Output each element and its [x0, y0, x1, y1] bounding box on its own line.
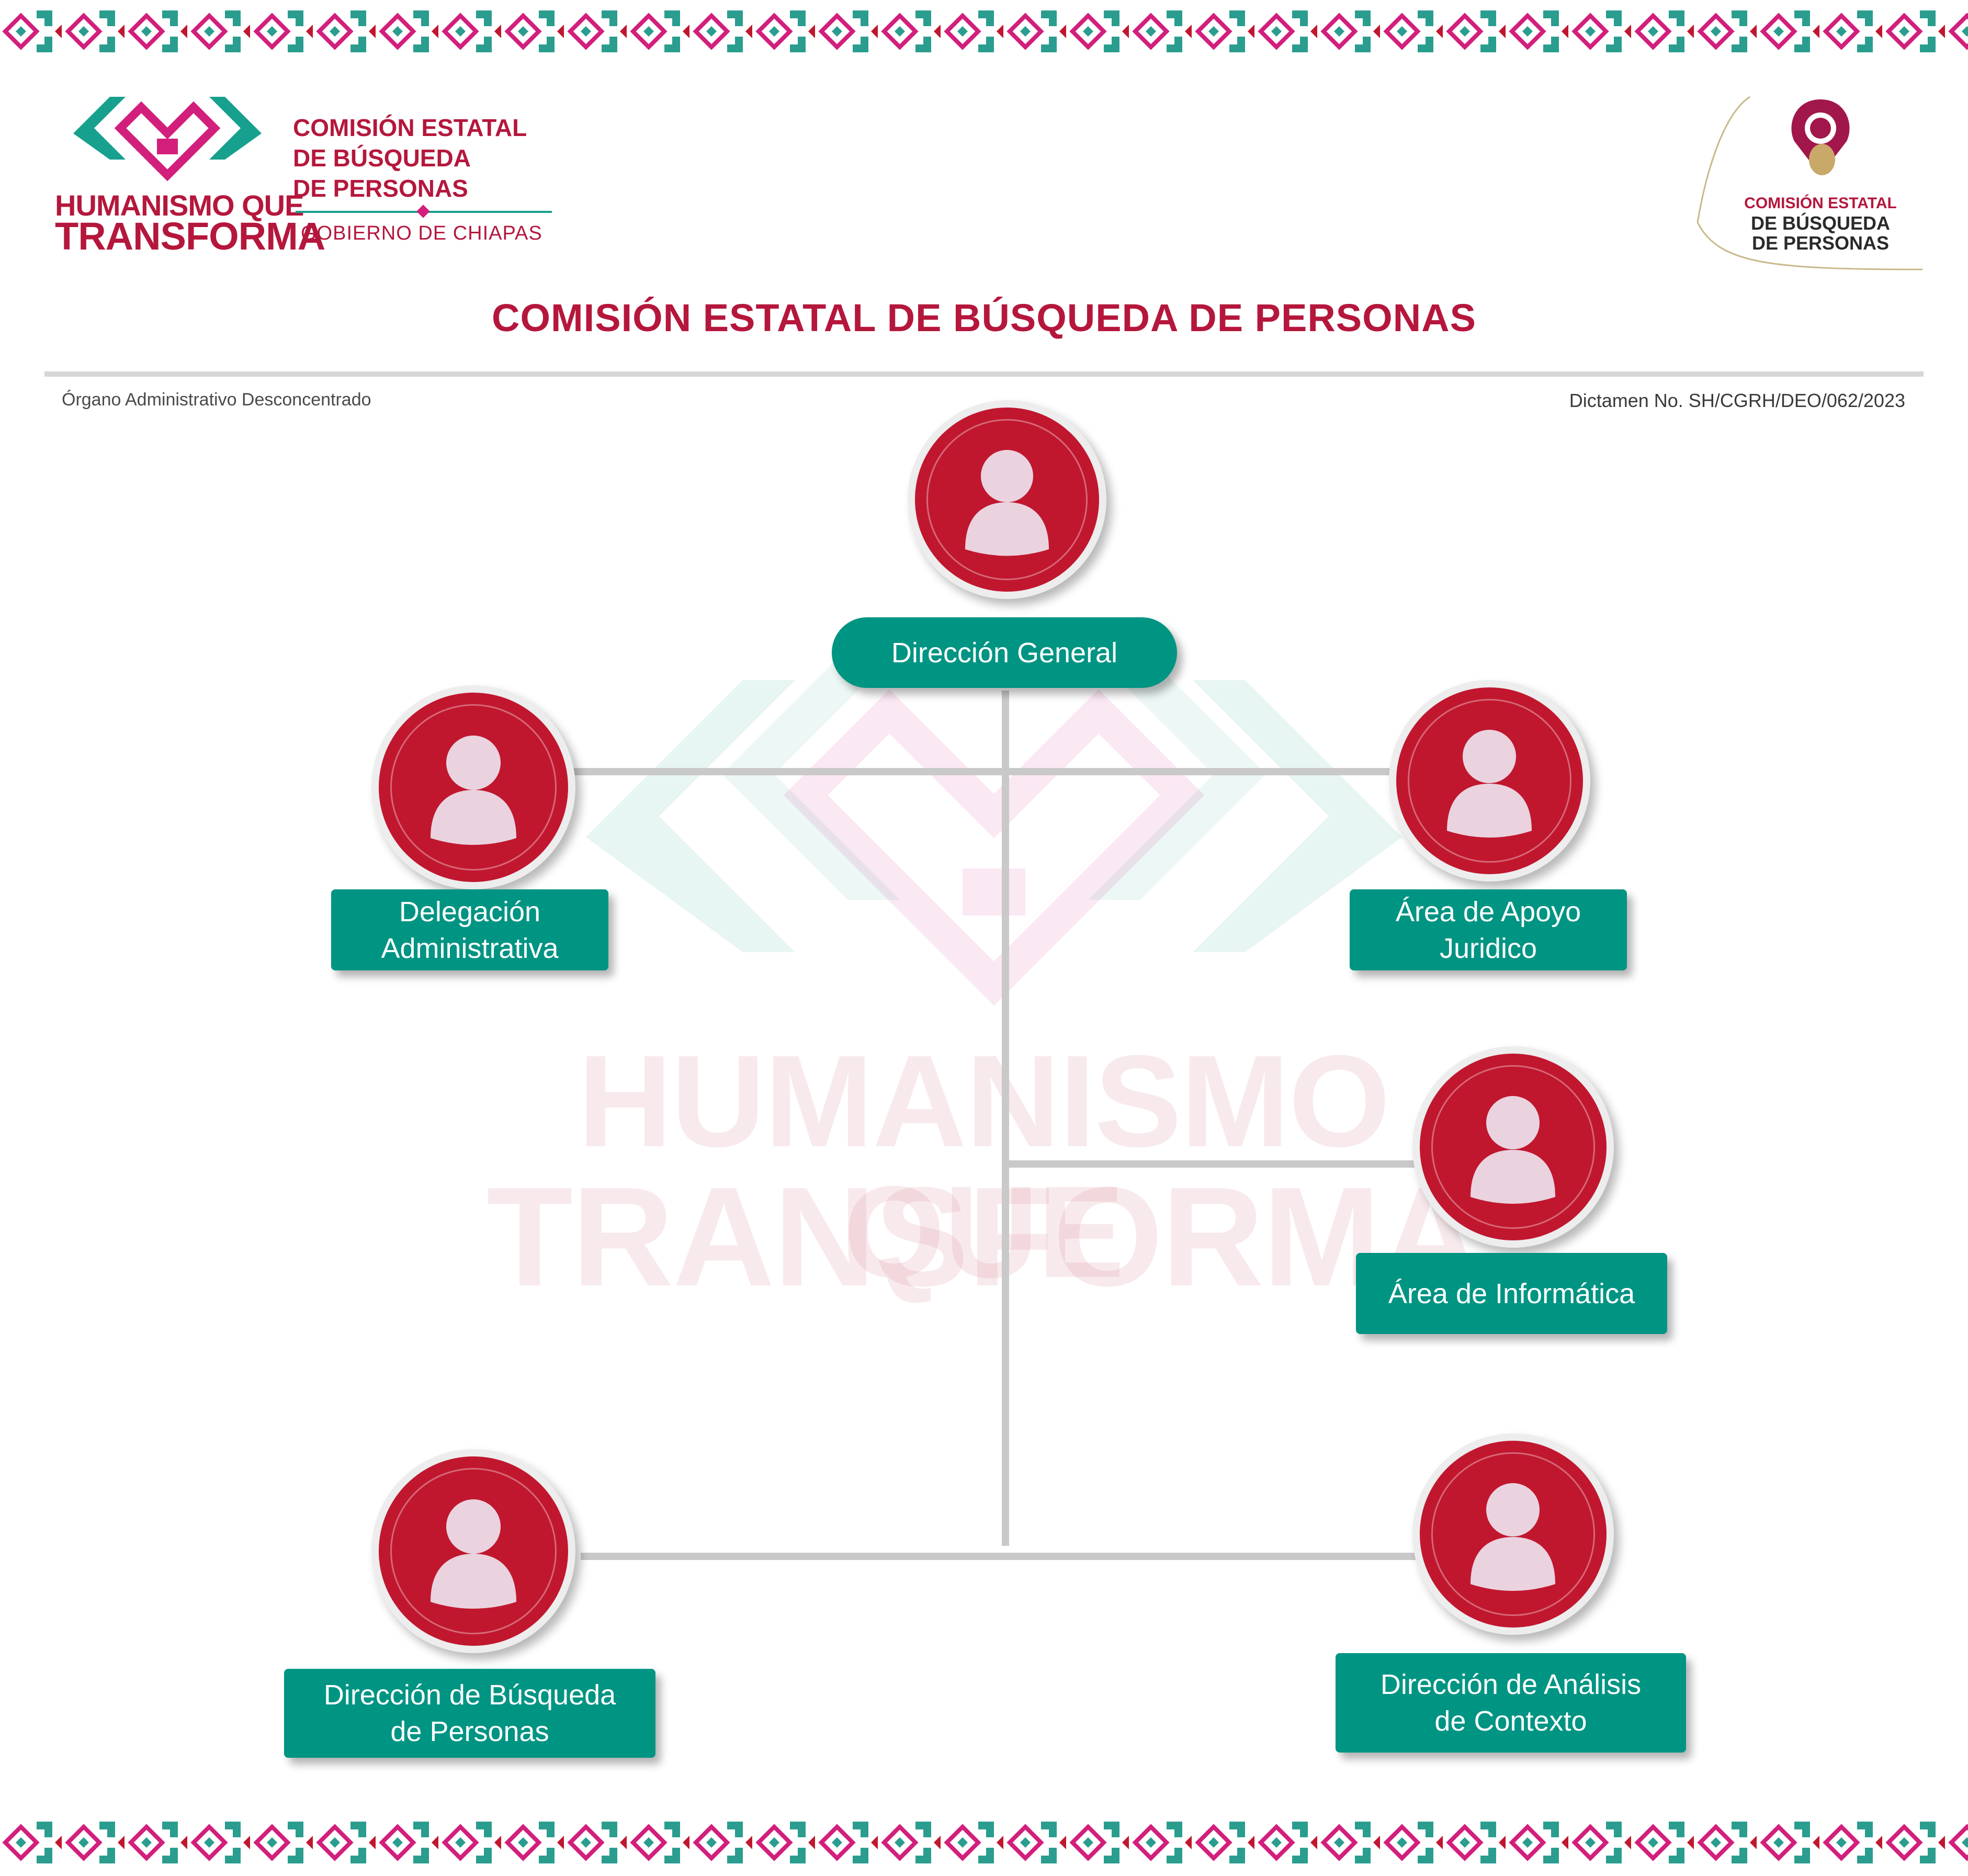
org-unit-4-line2: de Personas — [390, 1716, 549, 1747]
cebp-logo: COMISIÓN ESTATAL DE BÚSQUEDA DE PERSONAS — [1687, 86, 1922, 275]
heart-greca-logo-icon — [73, 97, 262, 182]
org-unit-2-line2: Juridico — [1439, 932, 1537, 964]
person-icon — [1471, 1096, 1555, 1204]
person-node-1 — [371, 685, 575, 889]
org-unit-3-label: Área de Informática — [1356, 1253, 1667, 1334]
government-label: GOBIERNO DE CHIAPAS — [301, 222, 542, 244]
humanismo-logo: HUMANISMO QUE TRANSFORMA COMISIÓN ESTATA… — [52, 92, 575, 259]
org-unit-4-label: Dirección de Búsqueda de Personas — [284, 1669, 655, 1758]
org-name-line2: DE BÚSQUEDA — [293, 144, 471, 172]
right-logo-line2: DE BÚSQUEDA — [1750, 212, 1891, 234]
org-unit-3-line1: Área de Informática — [1388, 1278, 1635, 1309]
org-unit-root-text: Dirección General — [891, 637, 1118, 669]
org-name-left: COMISIÓN ESTATAL DE BÚSQUEDA DE PERSONAS — [293, 112, 565, 204]
right-logo-line1: COMISIÓN ESTATAL — [1744, 195, 1897, 212]
person-node-5 — [1412, 1433, 1614, 1635]
org-unit-2-label: Área de Apoyo Juridico — [1350, 889, 1627, 970]
title-divider — [44, 371, 1924, 377]
org-unit-2-line1: Área de Apoyo — [1395, 896, 1581, 928]
org-unit-1-label: Delegación Administrativa — [331, 889, 608, 970]
org-name-line1: COMISIÓN ESTATAL — [293, 114, 527, 141]
top-border-pattern — [0, 0, 1968, 63]
org-unit-5-line2: de Contexto — [1434, 1705, 1587, 1737]
person-node-3 — [1412, 1046, 1614, 1248]
bottom-border-pattern — [0, 1811, 1968, 1874]
person-node-2 — [1389, 680, 1590, 882]
org-unit-5-label: Dirección de Análisis de Contexto — [1336, 1653, 1686, 1753]
org-unit-1-line2: Administrativa — [381, 932, 559, 964]
person-icon — [1447, 730, 1532, 838]
cebp-logo-text: COMISIÓN ESTATAL DE BÚSQUEDA DE PERSONAS — [1739, 194, 1902, 253]
location-pin-logo-icon — [1696, 96, 1922, 270]
slogan-line1: HUMANISMO QUE — [55, 189, 304, 222]
person-icon — [965, 450, 1049, 556]
org-unit-1-line1: Delegación — [399, 896, 541, 928]
person-icon — [431, 736, 516, 845]
org-unit-5-line1: Dirección de Análisis — [1380, 1669, 1642, 1700]
watermark-line1: HUMANISMO QUE — [578, 1028, 1390, 1305]
person-node-4 — [371, 1449, 575, 1653]
watermark-line2: TRANSFORMA — [487, 1158, 1481, 1316]
person-icon — [1471, 1483, 1555, 1591]
dictamen-number: Dictamen No. SH/CGRH/DEO/062/2023 — [1569, 390, 1905, 411]
slogan-line2: TRANSFORMA — [55, 214, 325, 258]
org-unit-root-label: Dirección General — [832, 617, 1177, 688]
person-node-root — [908, 400, 1106, 599]
org-name-line3: DE PERSONAS — [293, 175, 468, 202]
org-unit-4-line1: Dirección de Búsqueda — [323, 1679, 616, 1711]
organ-type: Órgano Administrativo Desconcentrado — [62, 390, 371, 410]
page-title: COMISIÓN ESTATAL DE BÚSQUEDA DE PERSONAS — [492, 296, 1476, 340]
connector-lines — [570, 691, 1428, 1560]
right-logo-line3: DE PERSONAS — [1751, 232, 1890, 254]
person-icon — [431, 1499, 516, 1609]
